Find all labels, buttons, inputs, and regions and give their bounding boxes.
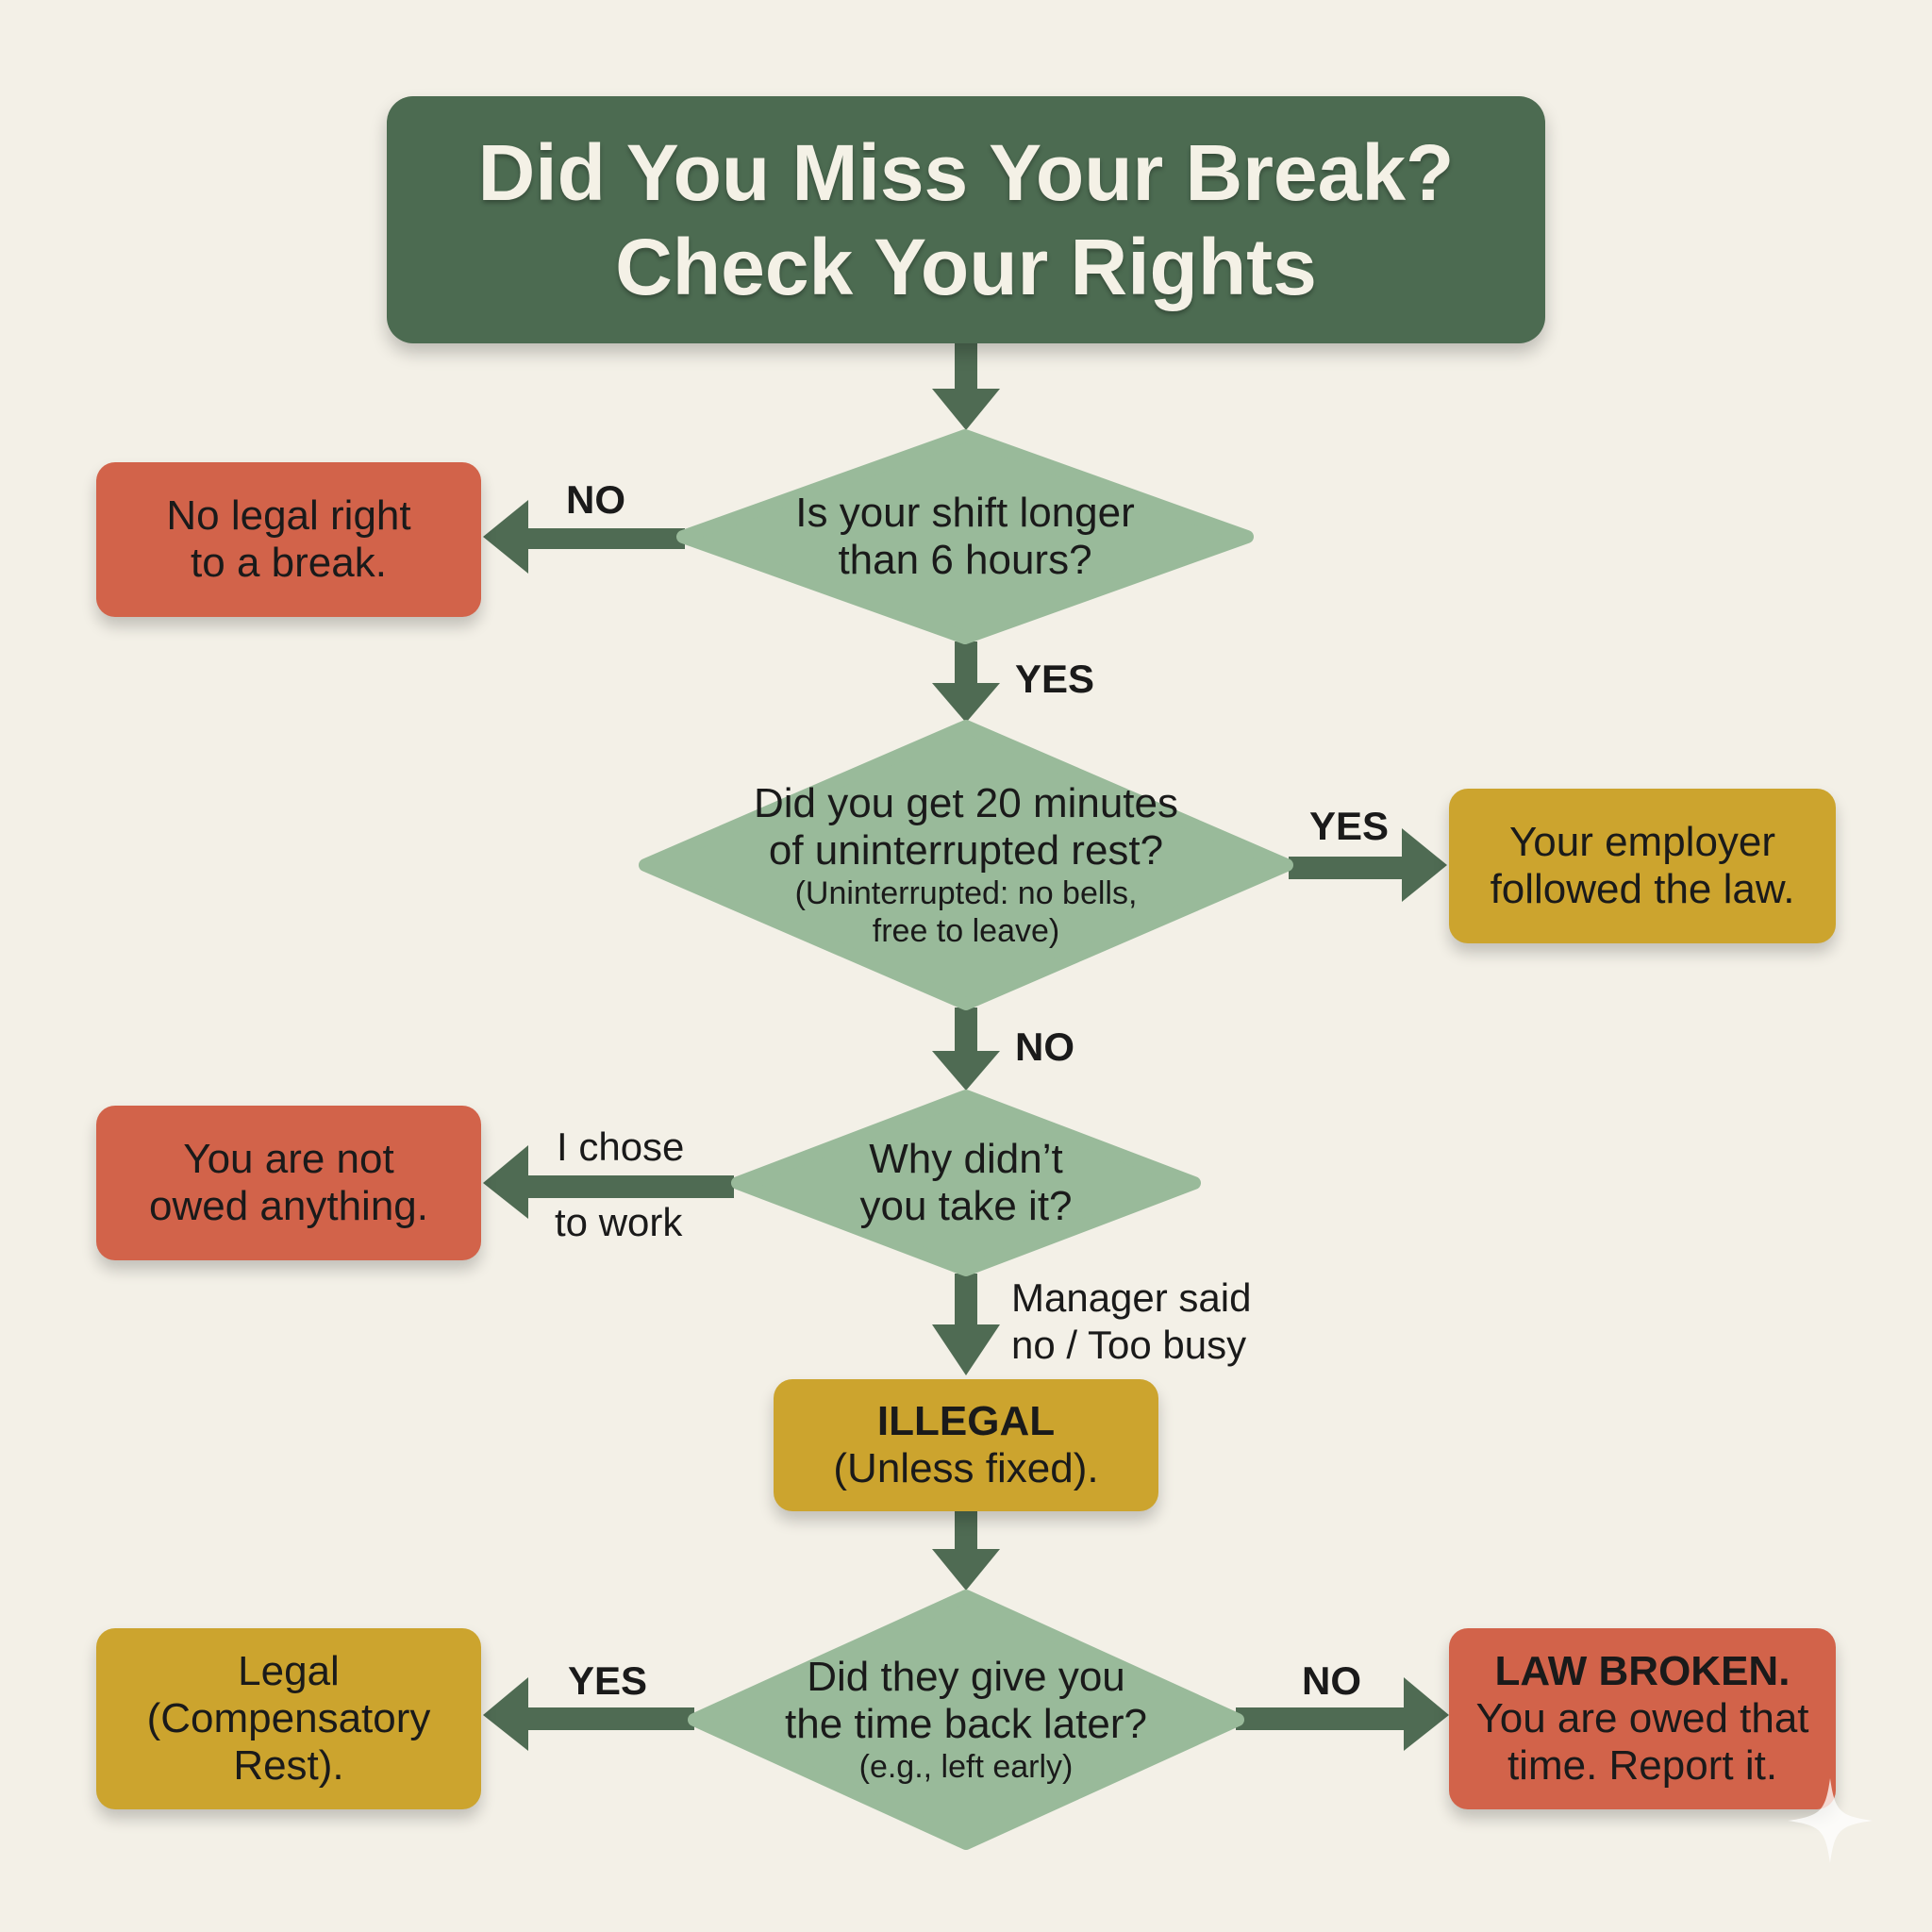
outcome-illegal: ILLEGAL (Unless fixed). [774,1379,1158,1511]
decision-note: (e.g., left early) [858,1749,1074,1785]
outcome-employer-followed-law: Your employer followed the law. [1449,789,1836,943]
outcome-text: Your employer [1508,819,1776,865]
diamond-shape [639,720,1293,1010]
decision-text: you take it? [859,1183,1073,1229]
decision-text: of uninterrupted rest? [768,827,1164,874]
diamond-shape [688,1590,1244,1850]
outcome-text: followed the law. [1490,866,1795,912]
outcome-law-broken: LAW BROKEN. You are owed that time. Repo… [1449,1628,1836,1809]
edge-label-q3-chose: to work [555,1200,683,1244]
decision-text: Did you get 20 minutes [753,780,1179,826]
outcome-text: (Compensatory [146,1695,431,1741]
edge-label-q1-yes: YES [1015,657,1095,701]
decision-text: Is your shift longer [795,490,1135,536]
outcome-text: (Unless fixed). [833,1445,1099,1491]
decision-text: the time back later? [785,1701,1147,1747]
sparkle-icon [1788,1778,1873,1863]
outcome-text: You are owed that [1475,1695,1809,1741]
decision-shift-length: Is your shift longer than 6 hours? [675,429,1255,644]
outcome-text: You are not [183,1136,394,1182]
edge-label-q4-no: NO [1302,1658,1361,1703]
outcome-no-legal-right: No legal right to a break. [96,462,481,617]
edge-label-q1-no: NO [566,477,625,522]
edge-label-q2-yes: YES [1309,804,1390,848]
edge-label-q3-chose: I chose [557,1124,685,1169]
outcome-text: Rest). [233,1742,344,1789]
outcome-text: time. Report it. [1507,1742,1778,1789]
decision-text: than 6 hours? [838,537,1092,583]
outcome-text: Legal [238,1648,340,1694]
outcome-text: No legal right [166,492,411,539]
edge-label-q2-no: NO [1015,1024,1074,1069]
edge-label-q4-yes: YES [568,1658,648,1703]
decision-why-not-taken: Why didn’t you take it? [730,1090,1202,1276]
outcome-text: to a break. [191,540,387,586]
decision-text: Did they give you [807,1654,1125,1700]
edge-label-q3-manager: no / Too busy [1011,1323,1247,1367]
edge-label-q3-manager: Manager said [1011,1275,1252,1320]
outcome-text: owed anything. [149,1183,428,1229]
decision-note: (Uninterrupted: no bells, [794,875,1138,911]
outcome-compensatory-rest: Legal (Compensatory Rest). [96,1628,481,1809]
title-banner: Did You Miss Your Break? Check Your Righ… [387,96,1545,343]
diamond-shape [676,429,1254,644]
outcome-heading: LAW BROKEN. [1494,1648,1790,1694]
decision-text: Why didn’t [869,1136,1063,1182]
title-line-1: Did You Miss Your Break? [477,128,1455,217]
decision-note: free to leave) [872,913,1060,949]
decision-uninterrupted-rest: Did you get 20 minutes of uninterrupted … [638,720,1294,1010]
title-line-2: Check Your Rights [615,223,1317,311]
decision-time-back: Did they give you the time back later? (… [687,1590,1245,1850]
outcome-heading: ILLEGAL [876,1398,1056,1444]
outcome-not-owed-anything: You are not owed anything. [96,1106,481,1260]
diamond-shape [731,1090,1201,1276]
